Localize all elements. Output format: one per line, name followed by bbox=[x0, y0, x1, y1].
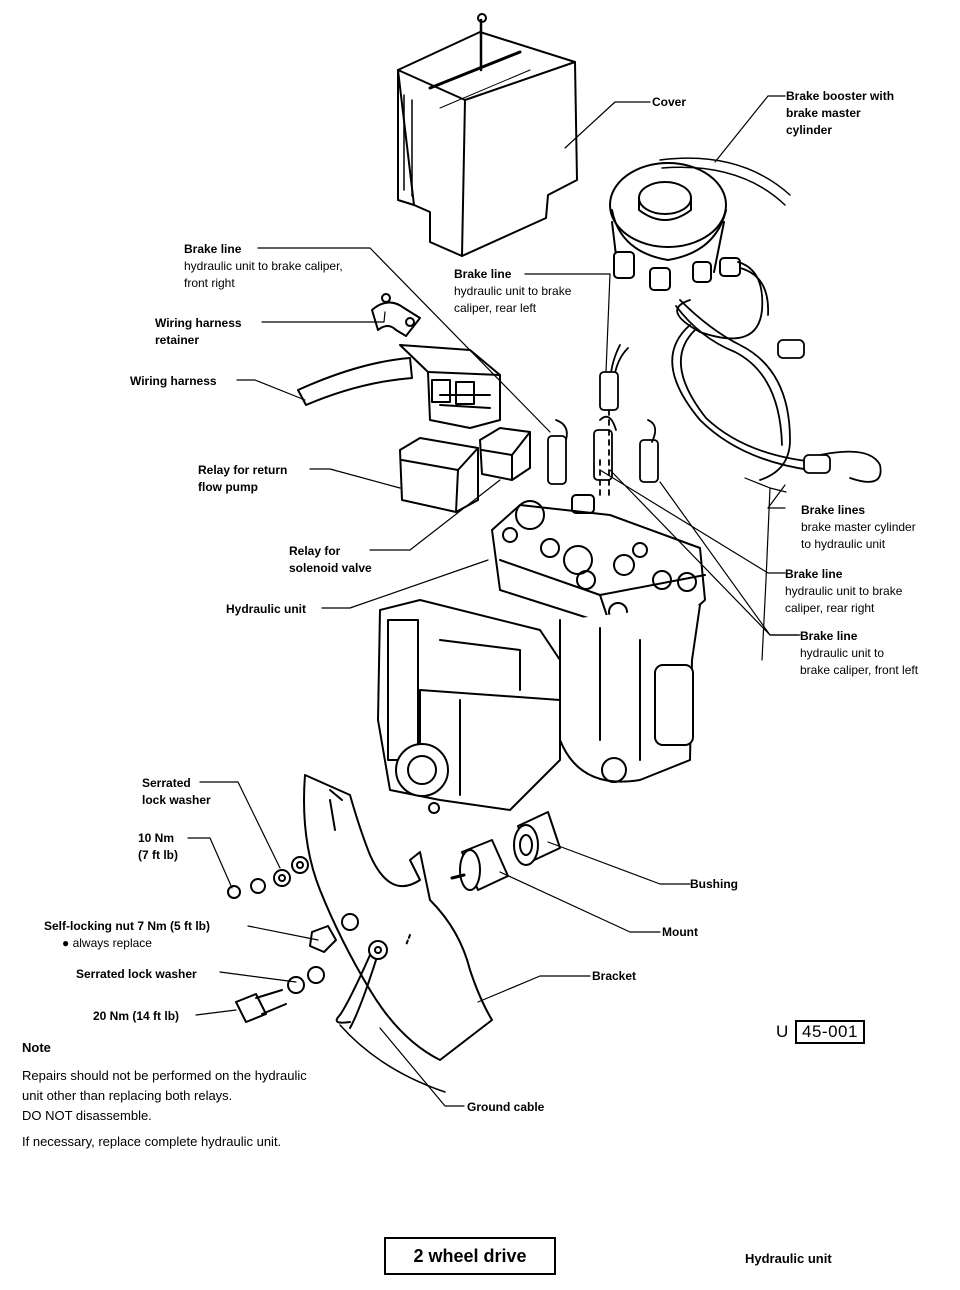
self-locking-nut-title: Self-locking nut 7 Nm (5 ft lb) bbox=[44, 919, 211, 933]
label-cover: Cover bbox=[652, 94, 686, 111]
brake-line-rear-left-desc1: hydraulic unit to brake bbox=[454, 284, 572, 298]
label-hydraulic-unit: Hydraulic unit bbox=[226, 601, 306, 618]
brake-line-rear-left-title: Brake line bbox=[454, 267, 512, 281]
cover-label: Cover bbox=[652, 95, 687, 109]
note-line-2: unit other than replacing both relays. bbox=[22, 1088, 233, 1103]
brake-tubes bbox=[547, 261, 882, 501]
label-brake-line-front-right: Brake line hydraulic unit to brake calip… bbox=[184, 241, 343, 292]
torque-20-label: 20 Nm (14 ft lb) bbox=[93, 1009, 180, 1023]
brake-booster-label-line3: cylinder bbox=[786, 123, 833, 137]
relay-solenoid-line2: solenoid valve bbox=[289, 561, 372, 575]
hydraulic-unit-label: Hydraulic unit bbox=[226, 602, 307, 616]
label-bracket: Bracket bbox=[592, 968, 636, 985]
figure-code: U 45-001 bbox=[776, 1020, 865, 1044]
note-heading: Note bbox=[22, 1040, 51, 1055]
bracket-part bbox=[303, 774, 493, 1061]
brake-line-front-right-desc2: front right bbox=[184, 276, 235, 290]
ground-cable-label: Ground cable bbox=[467, 1100, 545, 1114]
torque-10-line2: (7 ft lb) bbox=[138, 848, 178, 862]
torque-10-line1: 10 Nm bbox=[138, 831, 175, 845]
label-bushing: Bushing bbox=[690, 876, 738, 893]
brake-lines-master-desc1: brake master cylinder bbox=[801, 520, 916, 534]
self-locking-nut-desc: ● always replace bbox=[62, 936, 152, 950]
serrated-lock-washer-top-line2: lock washer bbox=[142, 793, 211, 807]
brake-line-rear-right-title: Brake line bbox=[785, 567, 843, 581]
relay-return-flow-line2: flow pump bbox=[198, 480, 258, 494]
note-line-3: DO NOT disassemble. bbox=[22, 1108, 152, 1123]
note-extra: If necessary, replace complete hydraulic… bbox=[22, 1134, 282, 1149]
leader-lines bbox=[187, 95, 801, 1107]
label-self-locking-nut: Self-locking nut 7 Nm (5 ft lb) ● always… bbox=[44, 918, 210, 952]
figure-code-box: 45-001 bbox=[795, 1020, 865, 1044]
serrated-lock-washer-top-line1: Serrated bbox=[142, 776, 191, 790]
relay-return-flow-line1: Relay for return bbox=[198, 463, 288, 477]
label-torque-10: 10 Nm (7 ft lb) bbox=[138, 830, 178, 864]
label-relay-solenoid: Relay for solenoid valve bbox=[289, 543, 372, 577]
cover-part bbox=[397, 13, 578, 257]
relay-solenoid-line1: Relay for bbox=[289, 544, 341, 558]
brake-line-front-right-title: Brake line bbox=[184, 242, 242, 256]
wiring-harness-retainer-line2: retainer bbox=[155, 333, 200, 347]
drive-type-box: 2 wheel drive bbox=[384, 1237, 556, 1275]
brake-line-front-left-desc1: hydraulic unit to bbox=[800, 646, 885, 660]
label-wiring-harness-retainer: Wiring harness retainer bbox=[155, 315, 242, 349]
brake-lines-master-title: Brake lines bbox=[801, 503, 866, 517]
figure-code-prefix: U bbox=[776, 1022, 789, 1041]
wiring-harness-label: Wiring harness bbox=[130, 374, 217, 388]
label-mount: Mount bbox=[662, 924, 698, 941]
brake-line-rear-right-desc1: hydraulic unit to brake bbox=[785, 584, 903, 598]
brake-booster-label-line2: brake master bbox=[786, 106, 861, 120]
relay-parts bbox=[399, 427, 531, 513]
brake-line-rear-left-desc2: caliper, rear left bbox=[454, 301, 537, 315]
hardware-parts bbox=[227, 856, 446, 1093]
brake-lines-master-desc2: to hydraulic unit bbox=[801, 537, 886, 551]
wiring-harness-part bbox=[297, 293, 501, 429]
label-torque-20: 20 Nm (14 ft lb) bbox=[93, 1008, 179, 1025]
label-ground-cable: Ground cable bbox=[467, 1099, 544, 1116]
label-serrated-lock-washer-top: Serrated lock washer bbox=[142, 775, 211, 809]
mount-bushing-parts bbox=[450, 811, 561, 891]
label-brake-line-rear-left: Brake line hydraulic unit to brake calip… bbox=[454, 266, 571, 317]
label-brake-line-rear-right: Brake line hydraulic unit to brake calip… bbox=[785, 566, 902, 617]
bushing-label: Bushing bbox=[690, 877, 738, 891]
label-relay-return-flow: Relay for return flow pump bbox=[198, 462, 287, 496]
label-brake-lines-master: Brake lines brake master cylinder to hyd… bbox=[801, 502, 916, 553]
brake-line-front-right-desc1: hydraulic unit to brake caliper, bbox=[184, 259, 343, 273]
mount-label: Mount bbox=[662, 925, 698, 939]
brake-booster-label-line1: Brake booster with bbox=[786, 89, 895, 103]
note-line-1: Repairs should not be performed on the h… bbox=[22, 1068, 307, 1083]
label-wiring-harness: Wiring harness bbox=[130, 373, 217, 390]
brake-booster-part bbox=[609, 157, 791, 291]
label-serrated-lock-washer: Serrated lock washer bbox=[76, 966, 197, 983]
brake-line-rear-right-desc2: caliper, rear right bbox=[785, 601, 875, 615]
label-brake-line-front-left: Brake line hydraulic unit to brake calip… bbox=[800, 628, 918, 679]
brake-line-front-left-desc2: brake caliper, front left bbox=[800, 663, 919, 677]
serrated-lock-washer-label: Serrated lock washer bbox=[76, 967, 197, 981]
note-block: Note Repairs should not be performed on … bbox=[22, 1038, 307, 1152]
wiring-harness-retainer-line1: Wiring harness bbox=[155, 316, 242, 330]
bracket-label: Bracket bbox=[592, 969, 637, 983]
figure-title: Hydraulic unit bbox=[745, 1251, 832, 1266]
hydraulic-unit-part bbox=[377, 494, 706, 814]
brake-line-front-left-title: Brake line bbox=[800, 629, 858, 643]
label-brake-booster: Brake booster with brake master cylinder bbox=[786, 88, 894, 139]
